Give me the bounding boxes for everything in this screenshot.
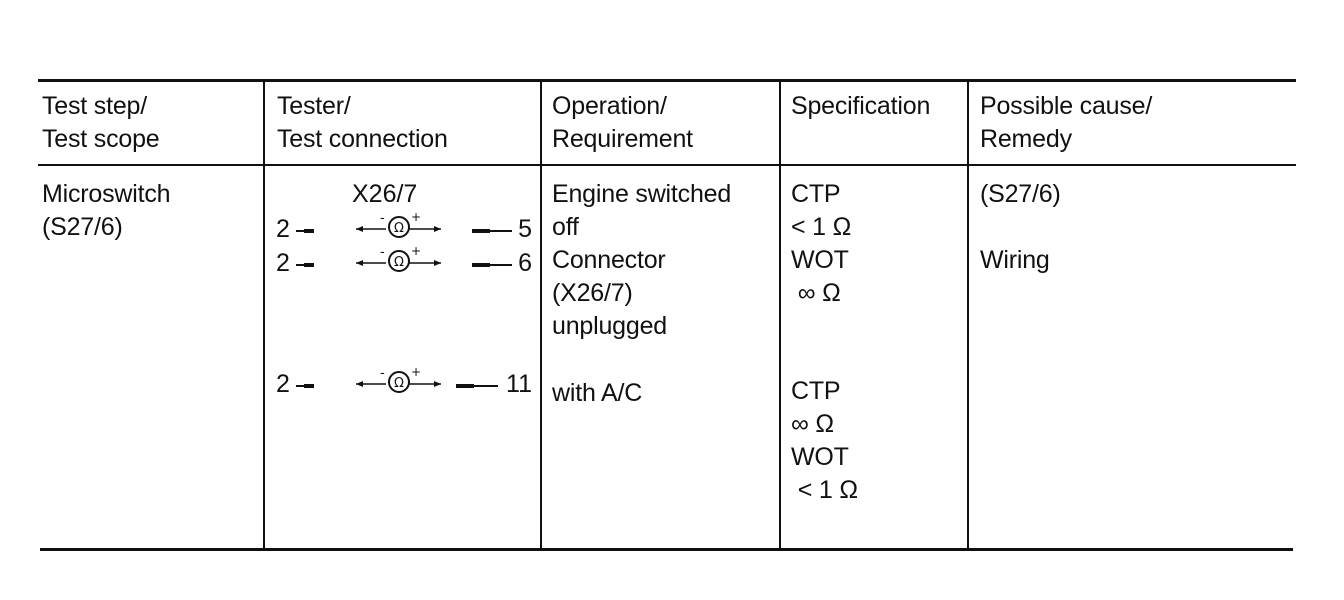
cell-possible-cause: (S27/6) Wiring <box>980 180 1061 274</box>
ohmmeter-icon: Ω - + <box>296 246 512 272</box>
cell-operation-top: Engine switched off Connector (X26/7) un… <box>552 180 732 340</box>
ohmmeter-icon: Ω - + <box>296 367 498 393</box>
column-divider-2 <box>540 80 542 550</box>
pin-from: 2 <box>276 215 290 243</box>
cell-operation-bottom: with A/C <box>552 379 643 407</box>
meter-symbol: Ω <box>394 221 404 236</box>
header-tester: Tester/ Test connection <box>277 92 448 153</box>
connection-row-2: 2 Ω - + 6 <box>276 246 532 280</box>
pin-from: 2 <box>276 370 290 398</box>
pin-to: 5 <box>518 215 532 243</box>
column-divider-3 <box>779 80 781 550</box>
meter-plus: + <box>411 367 421 379</box>
header-test-step: Test step/ Test scope <box>42 92 160 153</box>
table-bottom-rule <box>40 548 1293 551</box>
pin-to: 11 <box>506 370 532 398</box>
meter-symbol: Ω <box>394 255 404 270</box>
column-divider-1 <box>263 80 265 550</box>
header-specification: Specification <box>791 92 931 120</box>
connector-label: X26/7 <box>352 180 418 208</box>
connection-row-1: 2 Ω - + 5 <box>276 212 532 246</box>
meter-minus: - <box>380 212 385 226</box>
column-divider-4 <box>967 80 969 550</box>
meter-minus: - <box>380 246 385 260</box>
table-top-rule <box>38 79 1296 82</box>
meter-plus: + <box>411 212 421 224</box>
header-operation: Operation/ Requirement <box>552 92 693 153</box>
header-divider-rule <box>38 164 1296 166</box>
cell-spec-bottom: CTP ∞ Ω WOT < 1 Ω <box>791 377 858 504</box>
meter-plus: + <box>411 246 421 258</box>
meter-minus: - <box>380 367 385 381</box>
cell-test-step: Microswitch (S27/6) <box>42 180 171 241</box>
pin-from: 2 <box>276 249 290 277</box>
pin-to: 6 <box>518 249 532 277</box>
connection-row-3: 2 Ω - + 11 <box>276 367 532 401</box>
ohmmeter-icon: Ω - + <box>296 212 512 238</box>
meter-symbol: Ω <box>394 376 404 391</box>
cell-spec-top: CTP < 1 Ω WOT ∞ Ω <box>791 180 852 307</box>
header-possible-cause: Possible cause/ Remedy <box>980 92 1153 153</box>
